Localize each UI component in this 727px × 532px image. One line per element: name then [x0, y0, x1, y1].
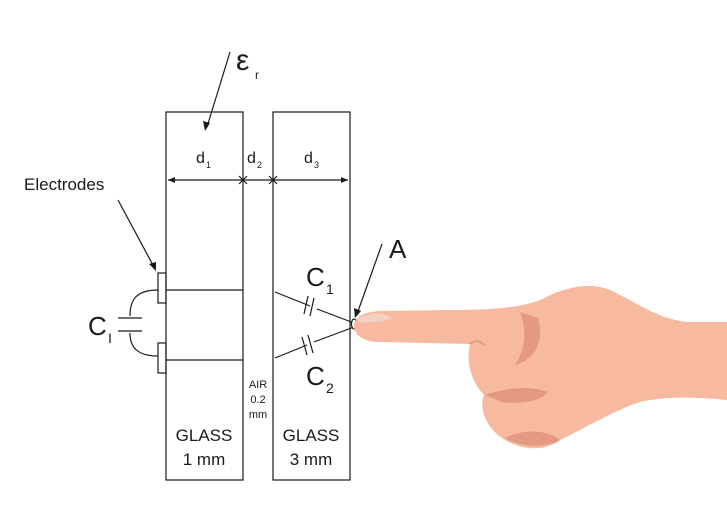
c1-subscript: 1: [326, 281, 334, 297]
glass1-label-line1: GLASS: [176, 426, 233, 445]
electrode-top: [157, 272, 167, 304]
d3-label: d: [304, 150, 313, 167]
electrodes-arrow: [117, 199, 156, 271]
c2-label: C: [306, 361, 325, 391]
c2-subscript: 2: [326, 380, 334, 396]
dimension-line: [168, 175, 348, 185]
d1-subscript: 1: [206, 160, 211, 170]
ci-label: C: [88, 311, 107, 341]
ci-subscript: I: [108, 330, 112, 346]
pointing-hand-icon: [354, 285, 727, 449]
air-label-line1: AIR: [249, 379, 267, 391]
d2-subscript: 2: [257, 160, 262, 170]
glass1-label-line2: 1 mm: [183, 450, 226, 469]
glass2-label-line2: 3 mm: [290, 450, 333, 469]
d1-label: d: [196, 150, 205, 167]
point-a-arrow: [354, 243, 383, 318]
permittivity-subscript: r: [255, 68, 259, 82]
d2-label: d: [247, 150, 256, 167]
d3-subscript: 3: [314, 160, 319, 170]
glass-panel-1mm: [165, 111, 244, 481]
c2-capacitor: [274, 326, 355, 359]
air-label-line3: mm: [249, 409, 267, 421]
glass2-label-line1: GLASS: [283, 426, 340, 445]
electrode-bottom: [157, 342, 167, 374]
c1-label: C: [306, 262, 325, 292]
point-a-label: A: [389, 234, 407, 264]
ci-capacitor: [118, 289, 159, 357]
glass-panel-3mm: [272, 111, 351, 481]
c1-capacitor: [274, 291, 355, 324]
air-label-line2: 0.2: [250, 394, 265, 406]
permittivity-arrow: [203, 51, 231, 131]
permittivity-label: ε: [236, 44, 249, 77]
electrodes-label: Electrodes: [24, 175, 104, 194]
